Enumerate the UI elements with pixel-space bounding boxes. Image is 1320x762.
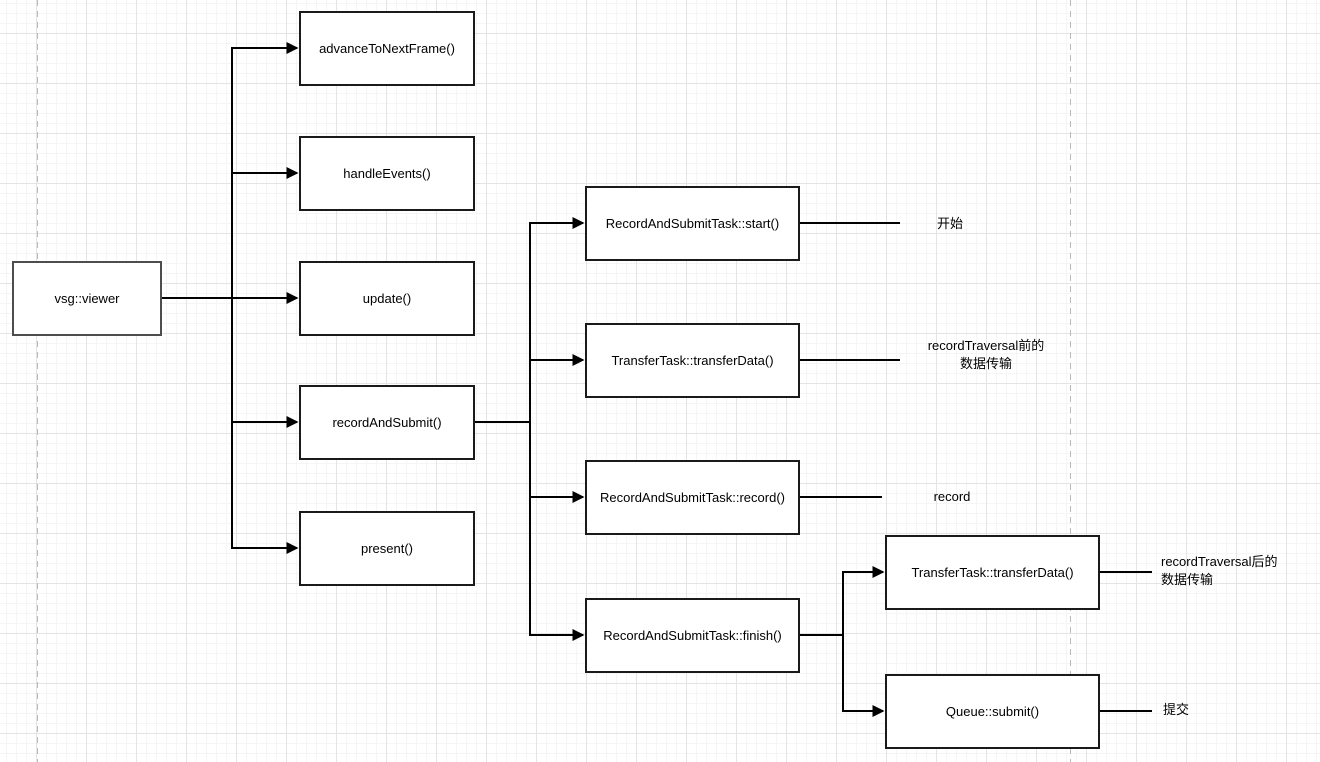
edge-record-and-submit-to-transfer-pre[interactable] [475,354,585,423]
node-queue-submit[interactable]: Queue::submit() [885,674,1100,749]
label-post-transfer[interactable]: recordTraversal后的 数据传输 [1161,553,1311,589]
node-task-start[interactable]: RecordAndSubmitTask::start() [585,186,800,261]
node-task-record[interactable]: RecordAndSubmitTask::record() [585,460,800,535]
node-vsg-viewer[interactable]: vsg::viewer [12,261,162,336]
edge-finish-to-transfer-post[interactable] [800,566,885,636]
label-record[interactable]: record [933,489,971,504]
node-record-and-submit[interactable]: recordAndSubmit() [299,385,475,460]
edge-finish-to-queue-submit[interactable] [800,634,885,717]
label-start[interactable]: 开始 [936,216,963,231]
label-pre-transfer-line2: 数据传输 [959,356,1012,371]
edge-viewer-to-handle-events[interactable] [162,167,299,299]
edge-record-and-submit-to-finish[interactable] [475,421,585,641]
node-task-finish[interactable]: RecordAndSubmitTask::finish() [585,598,800,673]
node-update[interactable]: update() [299,261,475,336]
label-pre-transfer-line1: recordTraversal前的 [927,338,1045,353]
edge-viewer-to-record-and-submit[interactable] [162,297,299,428]
label-post-transfer-line1: recordTraversal后的 [1161,554,1278,569]
node-transfer-data-pre[interactable]: TransferTask::transferData() [585,323,800,398]
label-submit[interactable]: 提交 [1163,702,1190,717]
label-post-transfer-line2: 数据传输 [1161,572,1214,587]
node-advance-to-next-frame[interactable]: advanceToNextFrame() [299,11,475,86]
node-present[interactable]: present() [299,511,475,586]
edge-viewer-to-present[interactable] [162,297,299,554]
label-pre-transfer[interactable]: recordTraversal前的 数据传输 [898,337,1074,373]
node-transfer-data-post[interactable]: TransferTask::transferData() [885,535,1100,610]
node-handle-events[interactable]: handleEvents() [299,136,475,211]
